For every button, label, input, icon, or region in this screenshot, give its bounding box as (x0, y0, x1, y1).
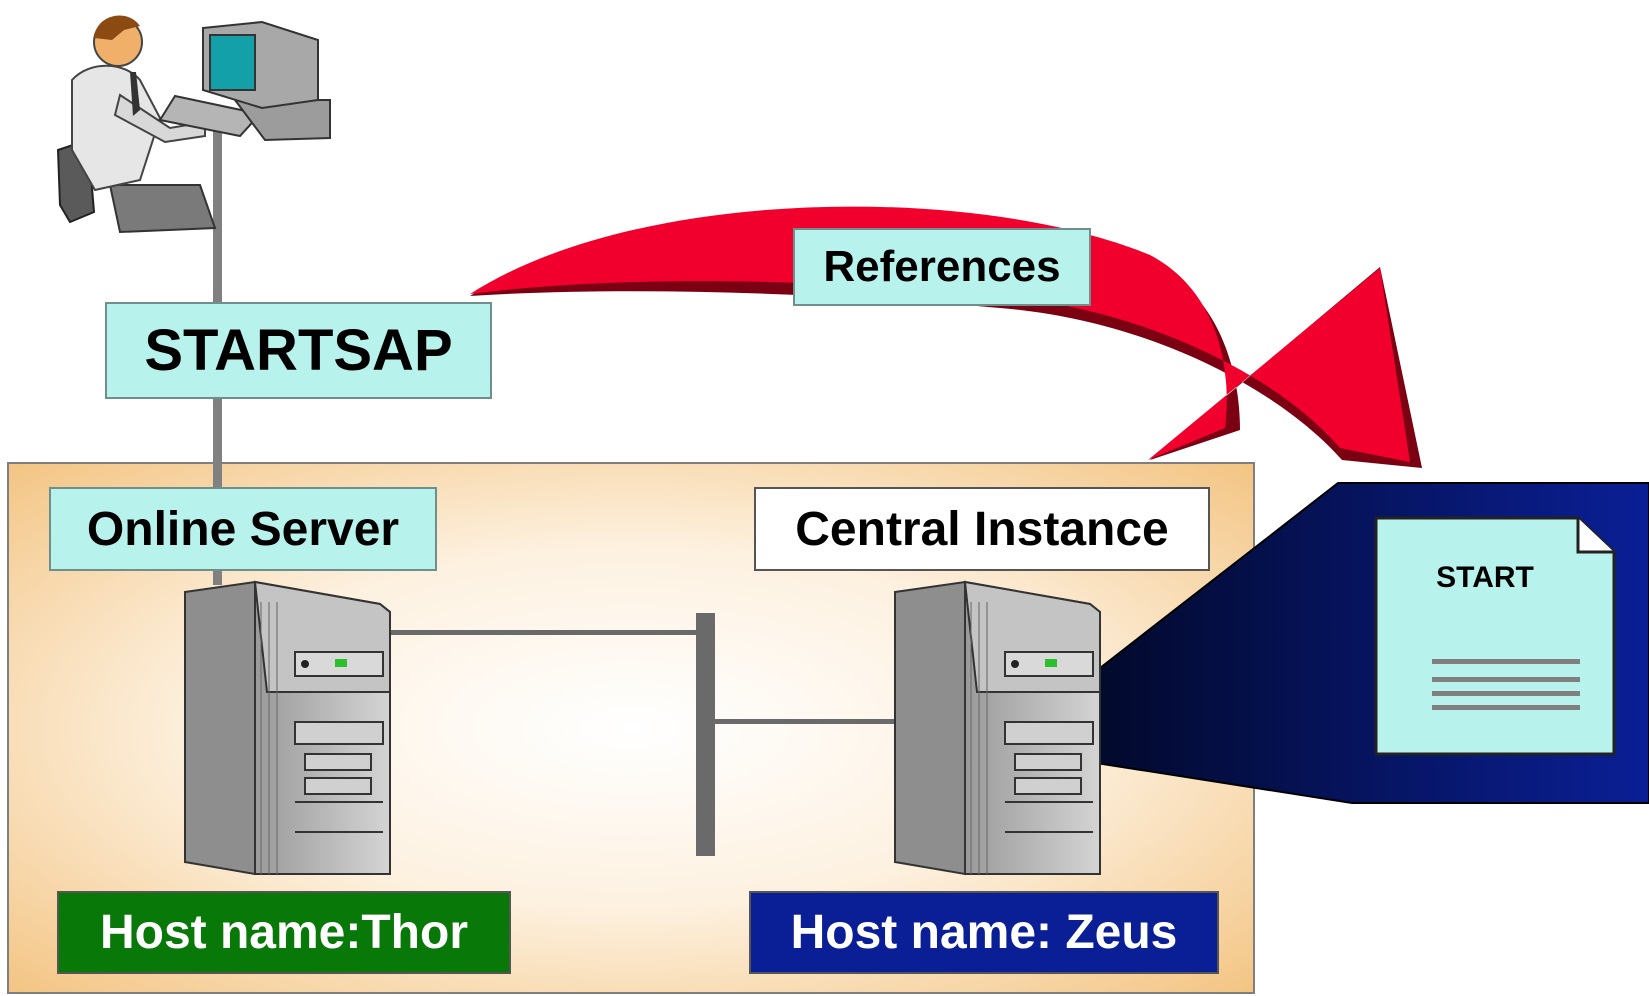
references-label: References (793, 228, 1091, 306)
network-line-thor (388, 630, 698, 635)
startsap-label: STARTSAP (105, 302, 492, 399)
document-text-line (1432, 705, 1580, 710)
document-text-line (1432, 677, 1580, 682)
references-arrow (470, 206, 1410, 462)
central-instance-label: Central Instance (754, 487, 1210, 571)
host-name-zeus-label: Host name: Zeus (749, 891, 1219, 974)
host-name-thor-label: Host name:Thor (57, 891, 511, 974)
online-server-label: Online Server (49, 487, 437, 571)
network-bus (696, 613, 715, 856)
server-tower-icon (894, 580, 1101, 876)
user-at-workstation-icon (56, 15, 331, 234)
start-file-label: START (1436, 561, 1534, 594)
document-icon (1374, 516, 1616, 756)
document-text-line (1432, 691, 1580, 696)
document-text-line (1432, 659, 1580, 664)
server-tower-icon (184, 580, 391, 876)
network-line-zeus (715, 719, 897, 724)
